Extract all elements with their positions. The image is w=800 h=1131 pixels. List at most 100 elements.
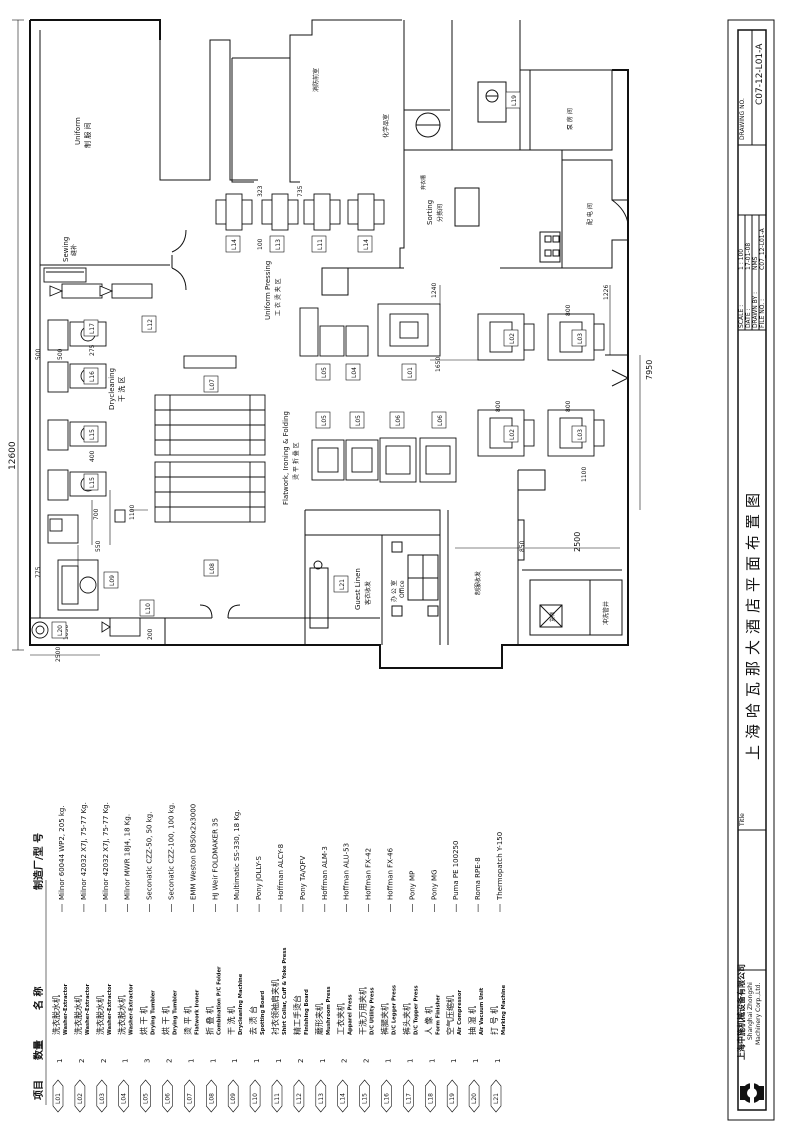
svg-text:L04: L04 (351, 367, 358, 378)
legend-model: Milnor 60044 WP2, 205 kg. (58, 805, 66, 900)
svg-text:L14: L14 (363, 239, 370, 250)
legend-code: L20 (471, 1093, 478, 1104)
legend-code-tag (424, 1079, 436, 1113)
dim-1226: 1226 (603, 285, 610, 300)
room-sewing-cn: 缝补 (70, 244, 78, 256)
legend-qty: 2 (341, 1059, 349, 1063)
legend-qty: 3 (144, 1059, 152, 1063)
legend-qty: 2 (100, 1059, 108, 1063)
tag-l11: L11 (311, 235, 327, 253)
dim-800b: 800 (565, 400, 572, 412)
legend-code-tag (315, 1079, 327, 1113)
legend-model: Pony MP (408, 871, 416, 900)
legend-code: L15 (362, 1093, 369, 1104)
legend-name-cn: 洗衣脱水机 (95, 995, 105, 1035)
legend-code-tag (337, 1079, 349, 1113)
label-chute: 弃衣槽 (420, 175, 427, 190)
legend-name-en: Drycleaning Machine (238, 973, 244, 1035)
svg-text:L16: L16 (89, 371, 96, 382)
legend-code-tag (118, 1079, 129, 1113)
tag-l01: L01 (401, 363, 417, 381)
svg-text:L12: L12 (147, 319, 154, 330)
legend-code: L10 (252, 1093, 259, 1104)
legend-code-tag (446, 1079, 458, 1113)
room-fire-lobby: 消防前室 (312, 68, 320, 92)
legend-code: L13 (318, 1093, 325, 1104)
legend-code: L12 (296, 1093, 303, 1104)
svg-text:L19: L19 (511, 95, 518, 106)
svg-text:L03: L03 (577, 429, 584, 440)
tag-l02a: L02 (503, 329, 519, 347)
svg-text:L06: L06 (437, 415, 444, 426)
legend-code-tag (468, 1079, 480, 1113)
legend-code-tag (293, 1079, 305, 1113)
tag-l15a: L15 (83, 425, 99, 443)
sewing-table (43, 267, 87, 283)
legend-model: Hoffman FX-46 (387, 847, 395, 900)
legend-name-en: Apparel Press (348, 994, 354, 1035)
svg-text:L07: L07 (209, 379, 216, 390)
svg-text:L21: L21 (339, 579, 346, 590)
svg-text:L15: L15 (89, 477, 96, 488)
legend-name-en: Form Finisher (435, 994, 441, 1035)
room-uniform-receiving: 制服收发 (474, 571, 482, 595)
legend-qty: 1 (253, 1059, 261, 1063)
legend-name-en: Air Compressor (457, 990, 463, 1035)
legend-code-tag (162, 1079, 173, 1113)
vacuum-unit-l20 (31, 621, 49, 639)
dim-800a: 800 (495, 400, 502, 412)
legend-name-en: D/C Legger Press (392, 985, 398, 1035)
legend-code-tag (249, 1079, 261, 1113)
tag-l07: L07 (203, 375, 219, 393)
room-drycleaning-en: Drycleaning (108, 368, 116, 410)
legend-model: Milnor 42032 X7J, 75-77 Kg. (102, 802, 110, 900)
file-no-value: C07_12-L01-A (759, 227, 766, 270)
legend-qty: 1 (56, 1059, 64, 1063)
tag-l04: L04 (345, 363, 361, 381)
room-sorting-en: Sorting (426, 200, 434, 225)
tag-l06a: L06 (389, 411, 405, 429)
dim-400: 400 (89, 450, 96, 462)
dim-200: 200 (147, 628, 154, 640)
legend-name-en: Combination P/C Folder (216, 966, 222, 1035)
legend-model: Hoffman FX-42 (365, 848, 373, 900)
legend-name-en: Mushroom Press (326, 986, 332, 1035)
dryer-l06b (419, 437, 457, 483)
svg-text:L06: L06 (395, 415, 402, 426)
room-uniform-pressing-cn: 工 衣 烫 夹 区 (274, 278, 282, 316)
title-block (727, 19, 775, 1121)
legend-name-cn: 洗衣脱水机 (73, 995, 83, 1035)
legend-code: L05 (143, 1093, 150, 1104)
room-uniform-pressing-en: Uniform Pressing (264, 261, 272, 320)
legend-name-cn: 衬衣领袖肩夹机 (270, 979, 280, 1035)
legend-code: L16 (384, 1093, 391, 1104)
legend-name-cn: 烘 干 机 (139, 1006, 149, 1035)
mushroom-press-l13 (261, 193, 299, 231)
legend-qty: 1 (428, 1059, 436, 1063)
room-guest-linen-en: Guest Linen (354, 568, 362, 610)
legend-code: L02 (77, 1093, 84, 1104)
dim-323: 323 (257, 185, 264, 197)
legend-code: L19 (449, 1093, 456, 1104)
legend-name-cn: 蘑形夹机 (314, 1003, 324, 1035)
legend-header-name: 名 称 (32, 987, 45, 1010)
room-uniform-cn: 制 服 间 (83, 123, 92, 148)
legend-qty: 1 (122, 1059, 130, 1063)
legend-qty: 1 (494, 1059, 502, 1063)
legend-name-cn: 工衣夹机 (336, 1003, 346, 1035)
interior-wall-top (159, 39, 258, 181)
tag-l16: L16 (83, 367, 99, 385)
legend-code: L06 (165, 1093, 172, 1104)
dim-275: 275 (89, 344, 96, 356)
legend-name-cn: 烘 干 机 (161, 1006, 171, 1035)
legend-header-model: 制造厂/型 号 (32, 833, 45, 890)
legend-code: L17 (405, 1093, 412, 1104)
